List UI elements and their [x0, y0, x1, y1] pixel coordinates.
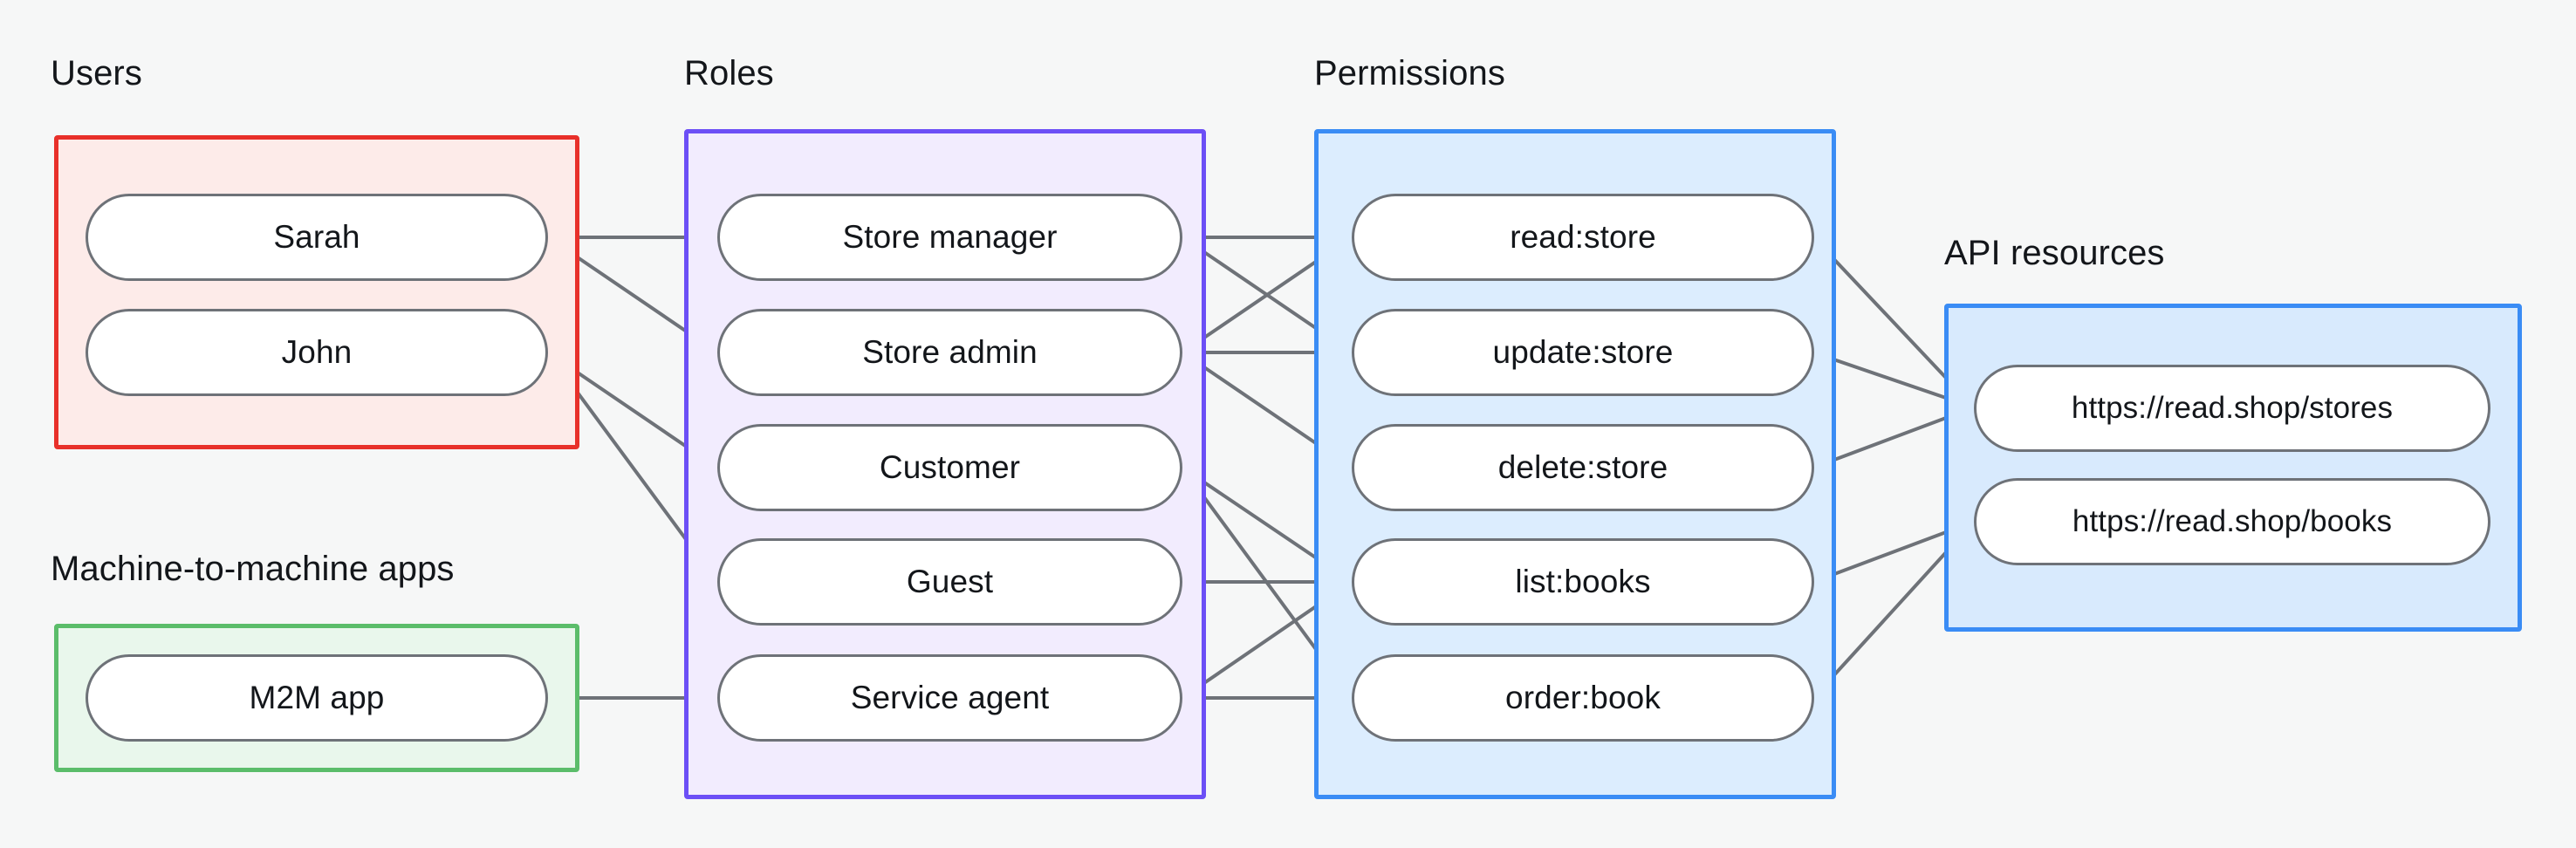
node-list-books[interactable]: list:books: [1352, 538, 1814, 626]
node-guest[interactable]: Guest: [717, 538, 1182, 626]
node-john[interactable]: John: [86, 309, 548, 396]
group-title-m2m: Machine-to-machine apps: [51, 550, 455, 588]
node-delete-store[interactable]: delete:store: [1352, 424, 1814, 511]
node-store-admin[interactable]: Store admin: [717, 309, 1182, 396]
group-box-api-resources: [1944, 304, 2522, 632]
node-update-store[interactable]: update:store: [1352, 309, 1814, 396]
node-customer[interactable]: Customer: [717, 424, 1182, 511]
group-title-permissions: Permissions: [1314, 54, 1505, 92]
node-service-agent[interactable]: Service agent: [717, 654, 1182, 742]
group-title-users: Users: [51, 54, 142, 92]
group-title-api-resources: API resources: [1944, 234, 2165, 272]
node-read-store[interactable]: read:store: [1352, 194, 1814, 281]
node-resource-stores[interactable]: https://read.shop/stores: [1974, 365, 2490, 452]
group-box-users: [54, 135, 579, 449]
node-m2m-app[interactable]: M2M app: [86, 654, 548, 742]
node-order-book[interactable]: order:book: [1352, 654, 1814, 742]
node-resource-books[interactable]: https://read.shop/books: [1974, 478, 2490, 565]
node-store-manager[interactable]: Store manager: [717, 194, 1182, 281]
group-title-roles: Roles: [684, 54, 774, 92]
node-sarah[interactable]: Sarah: [86, 194, 548, 281]
